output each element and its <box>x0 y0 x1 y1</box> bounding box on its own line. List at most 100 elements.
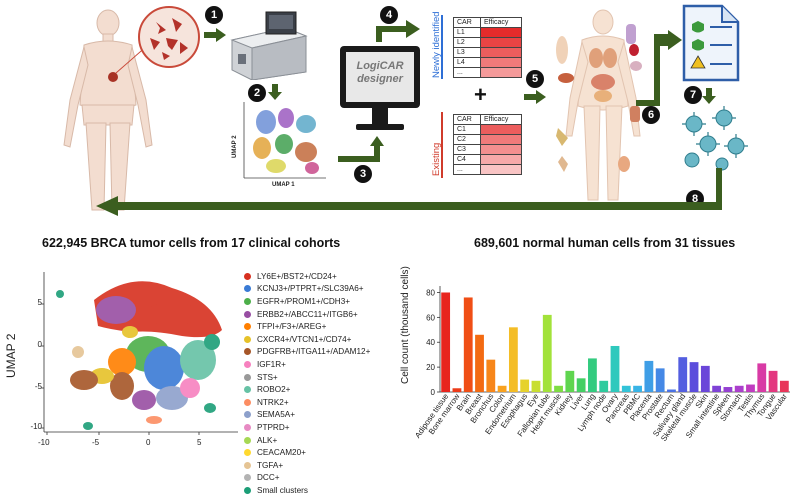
legend-label: CEACAM20+ <box>257 448 306 458</box>
x-tick-label: -5 <box>92 438 100 447</box>
legend-color-dot-icon <box>244 272 251 280</box>
legend-item: PDGFRB+/ITGA11+/ADAM12+ <box>244 346 370 359</box>
bar-heart-muscle <box>554 385 563 392</box>
small-umap-ylabel: UMAP 2 <box>232 135 238 158</box>
legend-item: NTRK2+ <box>244 396 370 409</box>
existing-car-table: CAR Efficacy C1 C2 C3 C4 ... <box>453 114 522 175</box>
bar-spleen <box>723 387 733 392</box>
legend-item: LY6E+/BST2+/CD24+ <box>244 270 370 283</box>
sequencer-machine-icon <box>230 11 308 80</box>
bar-bronchus <box>486 359 496 392</box>
legend-label: KCNJ3+/PTPRT+/SLC39A6+ <box>257 284 364 294</box>
legend-label: ROBO2+ <box>257 385 291 395</box>
legend-item: KCNJ3+/PTPRT+/SLC39A6+ <box>244 283 370 296</box>
legend-item: EGFR+/PROM1+/CDH3+ <box>244 295 370 308</box>
bar-breast <box>475 334 484 392</box>
arrow-1-icon <box>204 28 226 42</box>
arrow-7-icon <box>702 88 716 104</box>
bar-kidney <box>565 370 575 392</box>
new-car-table: CAR Efficacy L1 L2 L3 L4 ... <box>453 17 522 78</box>
legend-color-dot-icon <box>244 323 251 331</box>
arrow-4-icon <box>376 20 420 42</box>
existing-table-efficacy-cell <box>480 124 522 135</box>
legend-item: IGF1R+ <box>244 358 370 371</box>
legend-item: CXCR4+/VTCN1+/CD74+ <box>244 333 370 346</box>
legend-item: DCC+ <box>244 472 370 485</box>
legend-item: CEACAM20+ <box>244 446 370 459</box>
legend-label: IGF1R+ <box>257 359 286 369</box>
new-table-row-label: ... <box>453 67 481 78</box>
existing-table-row-label: C2 <box>453 134 481 145</box>
legend-color-dot-icon <box>244 297 251 305</box>
bar-stomach <box>734 385 744 392</box>
legend-item: PTPRD+ <box>244 421 370 434</box>
legend-label: STS+ <box>257 372 278 382</box>
legend-color-dot-icon <box>244 474 251 482</box>
bar-fallopian-tube <box>542 314 552 392</box>
existing-table-header-car: CAR <box>453 114 481 125</box>
existing-bracket <box>441 112 443 178</box>
legend-color-dot-icon <box>244 449 251 457</box>
new-table-row-label: L2 <box>453 37 481 48</box>
bar-pancreas <box>621 385 631 392</box>
legend-color-dot-icon <box>244 335 251 343</box>
legend-color-dot-icon <box>244 360 251 368</box>
legend-label: PTPRD+ <box>257 422 290 432</box>
step-1-marker: 1 <box>205 6 223 24</box>
tumor-cluster-legend: LY6E+/BST2+/CD24+KCNJ3+/PTPRT+/SLC39A6+E… <box>244 270 370 497</box>
legend-color-dot-icon <box>244 398 251 406</box>
existing-table-efficacy-cell <box>480 134 522 145</box>
checklist-document-icon <box>682 4 740 82</box>
new-table-row-label: L4 <box>453 57 481 68</box>
bar-eye <box>531 380 541 392</box>
new-table-efficacy-cell <box>480 37 522 48</box>
bar-placenta <box>644 360 654 392</box>
bar-liver <box>576 378 586 392</box>
legend-label: TGFA+ <box>257 460 284 470</box>
step-5-marker: 5 <box>526 70 544 88</box>
new-table-efficacy-cell <box>480 57 522 68</box>
y-tick-label: -5 <box>34 382 42 391</box>
arrow-5-icon <box>524 90 546 104</box>
bar-colon <box>497 385 507 392</box>
legend-item: ROBO2+ <box>244 383 370 396</box>
tumor-umap-ylabel: UMAP 2 <box>4 333 18 378</box>
existing-table-efficacy-cell <box>480 154 522 165</box>
step-2-marker: 2 <box>248 84 266 102</box>
existing-table-row-label: C4 <box>453 154 481 165</box>
bar-pbmc <box>633 385 642 392</box>
legend-color-dot-icon <box>244 310 251 318</box>
x-tick-label: -10 <box>38 438 50 447</box>
designer-label-line2: designer <box>357 73 403 85</box>
y-tick-label: 40 <box>426 338 435 347</box>
y-tick-label: 0 <box>37 340 42 349</box>
legend-label: ERBB2+/ABCC11+/ITGB6+ <box>257 309 358 319</box>
new-table-row-label: L1 <box>453 27 481 38</box>
human-body-figure <box>63 9 153 211</box>
legend-color-dot-icon <box>244 348 251 356</box>
legend-item: ERBB2+/ABCC11+/ITGB6+ <box>244 308 370 321</box>
small-umap-plot: UMAP 2 UMAP 1 <box>232 100 327 188</box>
legend-item: STS+ <box>244 371 370 384</box>
step-7-marker: 7 <box>684 86 702 104</box>
step-4-marker: 4 <box>380 6 398 24</box>
new-table-header-efficacy: Efficacy <box>480 17 522 28</box>
bar-prostate <box>655 368 665 392</box>
legend-item: TFPI+/F3+/AREG+ <box>244 320 370 333</box>
workflow-diagram: 1 2 UMAP 2 UMAP 1 3 <box>0 0 800 225</box>
designer-label-line1: LogiCAR <box>356 60 404 72</box>
legend-item: Small clusters <box>244 484 370 497</box>
arrow-6-icon <box>636 30 682 106</box>
new-table-efficacy-cell <box>480 47 522 58</box>
legend-color-dot-icon <box>244 285 251 293</box>
legend-color-dot-icon <box>244 423 251 431</box>
bar-tongue <box>768 370 778 392</box>
legend-label: PDGFRB+/ITGA11+/ADAM12+ <box>257 347 371 357</box>
small-umap-xlabel: UMAP 1 <box>272 182 295 188</box>
bar-salivary-gland <box>678 357 688 392</box>
legend-label: LY6E+/BST2+/CD24+ <box>257 271 337 281</box>
left-panel-caption: 622,945 BRCA tumor cells from 17 clinica… <box>42 236 341 250</box>
legend-color-dot-icon <box>244 373 251 381</box>
bar-rectum <box>667 389 676 392</box>
